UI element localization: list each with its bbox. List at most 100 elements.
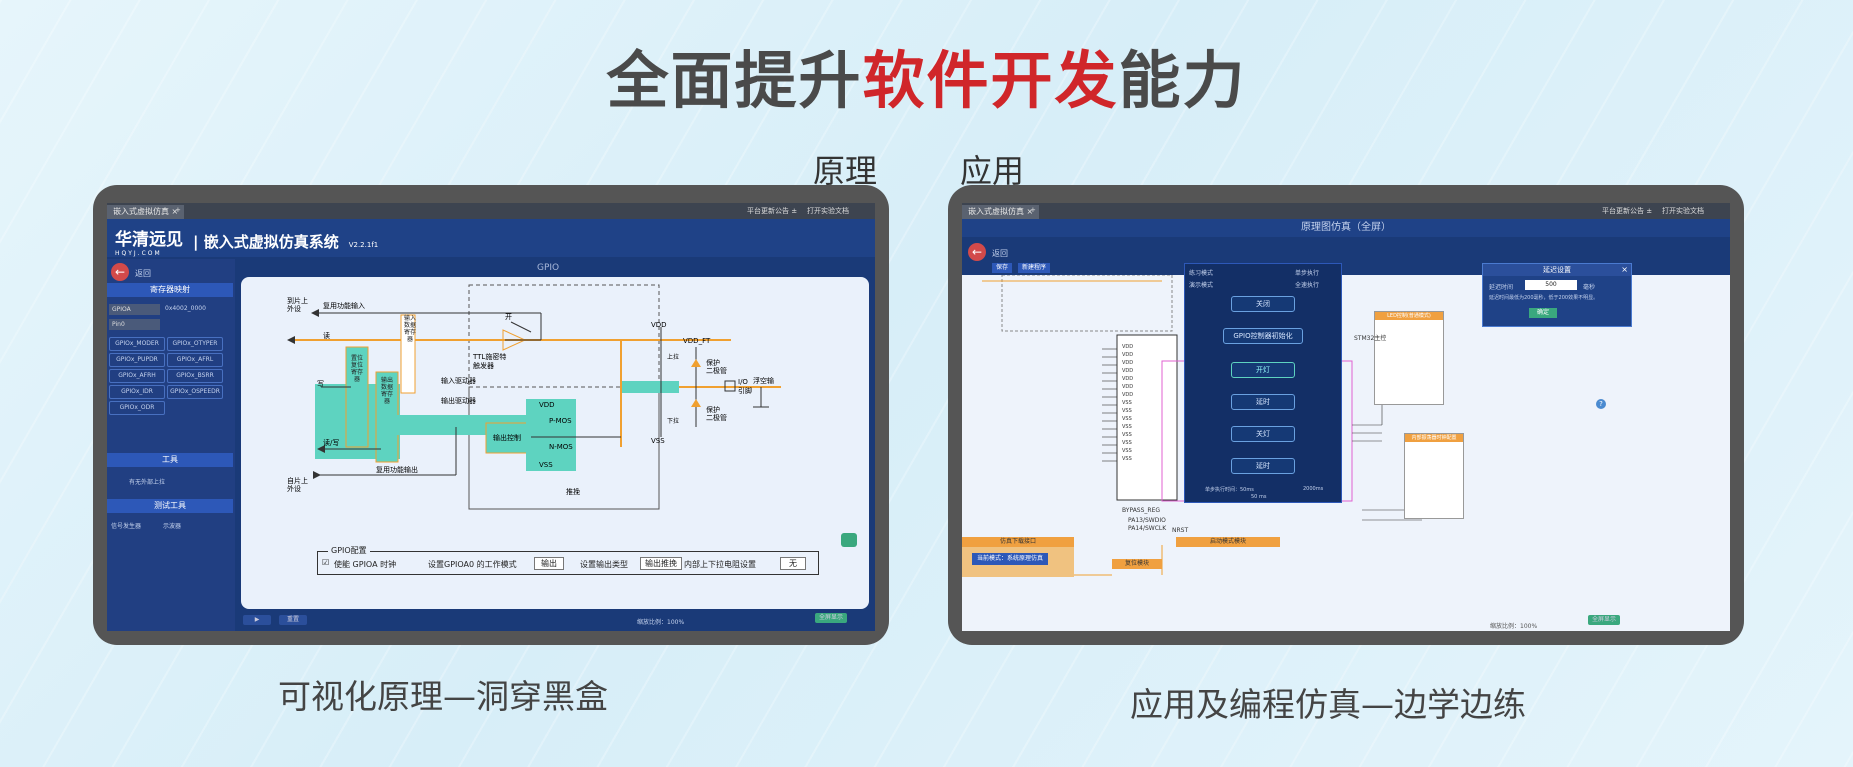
run-button[interactable]: ▶ [243, 615, 271, 625]
back-icon-2[interactable]: ← [968, 243, 986, 261]
lbl-vss-inner: VSS [539, 461, 553, 469]
docs-link[interactable]: 打开实验文档 [807, 207, 849, 215]
chip-pin: VDD [1122, 344, 1134, 350]
reg-ospeedr[interactable]: GPIOx_OSPEEDR [167, 385, 223, 399]
chip-pin: VSS [1122, 456, 1132, 462]
schematic-canvas: LED控制(普通模式) 内部振荡器时钟配置 仿真下载接口 当前模式：系统原理仿真… [962, 274, 1730, 631]
notice-link-2[interactable]: 平台更新公告 ± [1602, 207, 1653, 215]
chip-pin: VSS [1122, 408, 1132, 414]
back-label[interactable]: 返回 [135, 269, 151, 278]
lbl-ttl: TTL施密特 [472, 352, 506, 361]
browser-tabbar: 嵌入式虚拟仿真 × + 平台更新公告 ± 打开实验文档 [107, 203, 875, 219]
speed-label: 单步执行时间：50ms [1205, 487, 1254, 493]
mode-button[interactable]: 当前模式：系统原理仿真 [972, 553, 1048, 565]
lbl-nmos: N-MOS [549, 443, 573, 451]
lbl-open: 开 [505, 313, 512, 321]
delay-label: 延迟时间 [1489, 284, 1514, 291]
new-tab-icon[interactable]: + [175, 206, 181, 214]
reg-odr[interactable]: GPIOx_ODR [109, 401, 165, 415]
mode-select[interactable]: 输出 [534, 557, 564, 570]
lbl-vdd-ft: VDD_FT [683, 337, 711, 345]
lbl-to-chip: 到片上 [287, 296, 308, 305]
lbl-protect-1: 保护 [706, 358, 720, 367]
enable-label: 使能 GPIOA 时钟 [334, 560, 397, 569]
lbl-input-data-reg: 输入数据寄存器 [404, 315, 417, 343]
lbl-pmos: P-MOS [549, 417, 572, 425]
reset-button[interactable]: 重置 [279, 615, 307, 625]
new-tab-icon-2[interactable]: + [1030, 206, 1036, 214]
reg-pupdr[interactable]: GPIOx_PUPDR [109, 353, 165, 367]
tool-pullup[interactable]: 有无外部上拉 [129, 479, 166, 486]
browser-tab[interactable]: 嵌入式虚拟仿真 × [107, 205, 185, 219]
page-title: 全面提升软件开发能力 [606, 44, 1247, 117]
reg-afrh[interactable]: GPIOx_AFRH [109, 369, 165, 383]
pin-select[interactable]: Pin0 [109, 319, 160, 330]
lbl-alt-in: 复用功能输入 [323, 301, 365, 310]
back-label-2[interactable]: 返回 [992, 249, 1008, 258]
browser-tabbar-2: 嵌入式虚拟仿真 × + 平台更新公告 ± 打开实验文档 [962, 203, 1730, 219]
lbl-bsr: 置位复位寄存器 [350, 355, 363, 383]
output-region [468, 386, 660, 510]
browser-tab-2[interactable]: 嵌入式虚拟仿真 × [962, 205, 1040, 219]
reset-module: 复位模块 [1112, 559, 1162, 569]
practice-mode[interactable]: 练习模式 [1189, 270, 1214, 277]
delay-input[interactable]: 500 [1525, 280, 1577, 290]
enable-checkbox[interactable]: ☑ [322, 558, 330, 567]
flow-step-5[interactable]: 关灯 [1231, 426, 1295, 442]
gpio-diagram-canvas: 到片上 外设 复用功能输入 读 开 TTL施密特 触发器 输入驱动器 输出驱动器… [241, 277, 869, 609]
save-icon[interactable] [841, 533, 857, 547]
lbl-pullup: 上拉 [667, 353, 679, 361]
reg-otyper[interactable]: GPIOx_OTYPER [167, 337, 223, 351]
reg-idr[interactable]: GPIOx_IDR [109, 385, 165, 399]
type-label: 设置输出类型 [580, 560, 628, 569]
type-select[interactable]: 输出推挽 [640, 557, 682, 570]
chip-pin: VDD [1122, 368, 1134, 374]
reg-afrl[interactable]: GPIOx_AFRL [167, 353, 223, 367]
flow-step-6[interactable]: 延时 [1231, 458, 1295, 474]
flow-step-1[interactable]: 关闭 [1231, 296, 1295, 312]
lbl-alt-out: 复用功能输出 [376, 465, 418, 474]
fullscreen-button[interactable]: 全屏显示 [815, 613, 847, 623]
save-tool[interactable]: 保存 [992, 263, 1013, 273]
flow-step-4[interactable]: 延时 [1231, 394, 1295, 410]
reg-moder[interactable]: GPIOx_MODER [109, 337, 165, 351]
flow-panel: 练习模式 演示模式 单步执行 全速执行 关闭 GPIO控制器初始化 开灯 延时 … [1184, 263, 1342, 503]
reg-bsrr[interactable]: GPIOx_BSRR [167, 369, 223, 383]
demo-mode[interactable]: 演示模式 [1189, 282, 1214, 289]
flow-step-3[interactable]: 开灯 [1231, 362, 1295, 378]
main-header: GPIO [537, 263, 560, 273]
test-tools-header: 测试工具 [107, 499, 233, 513]
lbl-float: 浮空输 [753, 376, 774, 385]
notice-link[interactable]: 平台更新公告 ± [747, 207, 798, 215]
pull-select[interactable]: 无 [780, 557, 806, 570]
single-step[interactable]: 单步执行 [1295, 270, 1320, 277]
back-icon[interactable]: ← [111, 263, 129, 281]
help-icon[interactable]: ? [1596, 399, 1606, 409]
delay-dialog: 延迟设置 × 延迟时间 500 毫秒 延迟时间最低为200毫秒，低于200效果不… [1482, 263, 1632, 327]
lbl-read: 读 [323, 331, 330, 340]
oscilloscope[interactable]: 示波器 [163, 523, 182, 530]
delay-title: 延迟设置 [1483, 264, 1631, 276]
new-program-tool[interactable]: 新建程序 [1018, 263, 1051, 273]
fullscreen-button-2[interactable]: 全屏显示 [1588, 615, 1620, 625]
flow-step-2[interactable]: GPIO控制器初始化 [1223, 328, 1303, 344]
lbl-pin: 引脚 [738, 386, 752, 395]
signal-generator[interactable]: 信号发生器 [111, 523, 142, 530]
gpio-config-title: GPIO配置 [328, 545, 370, 556]
pa14-label: PA14/SWCLK [1128, 525, 1167, 532]
sidebar: ← 返回 寄存器映射 GPIOA 0x4002_0000 Pin0 GPIOx_… [107, 259, 257, 631]
caption-right: 应用及编程仿真—边学边练 [1130, 685, 1526, 724]
schematic [982, 274, 1422, 576]
lbl-from-chip: 自片上 [287, 476, 308, 485]
docs-link-2[interactable]: 打开实验文档 [1662, 207, 1704, 215]
close-icon[interactable]: × [1621, 265, 1628, 274]
gpio-config-panel: GPIO配置 ☑ 使能 GPIOA 时钟 设置GPIOA0 的工作模式 输出 设… [317, 545, 819, 575]
full-speed[interactable]: 全速执行 [1295, 282, 1320, 289]
chip-pin: VDD [1122, 384, 1134, 390]
led-module: LED控制(普通模式) [1374, 311, 1444, 405]
delay-ok-button[interactable]: 确定 [1529, 308, 1557, 318]
port-select[interactable]: GPIOA [109, 304, 160, 315]
lbl-odr: 输出数据寄存器 [380, 377, 393, 405]
